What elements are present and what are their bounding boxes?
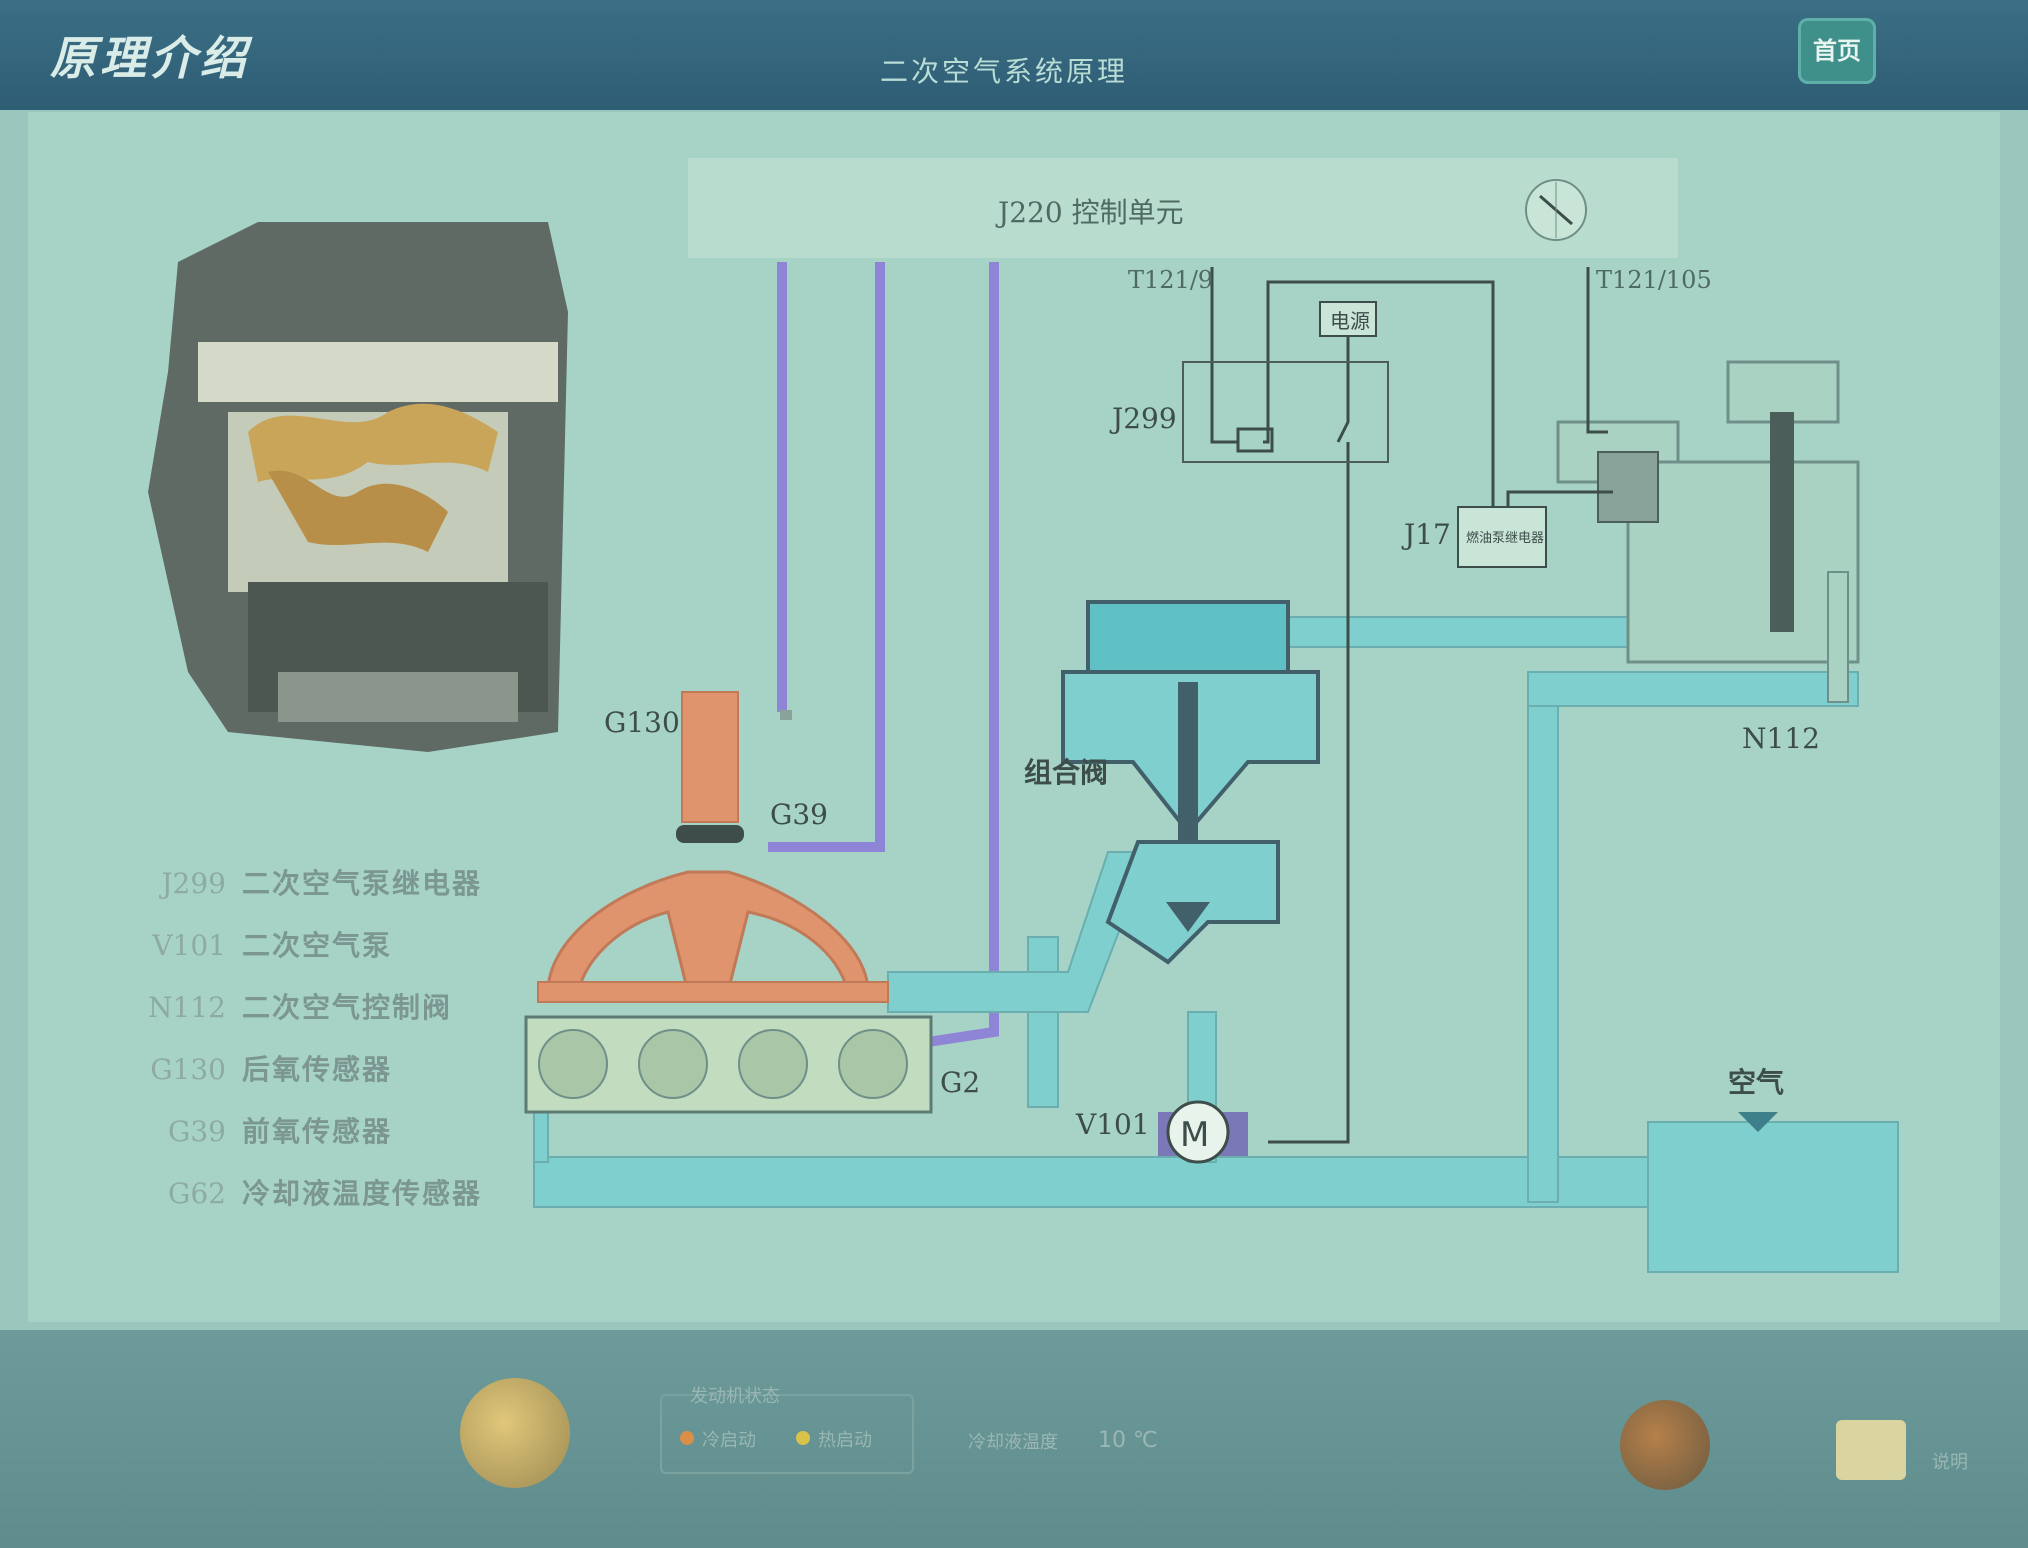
- notes-label[interactable]: 说明: [1932, 1452, 1968, 1473]
- app-title: 原理介绍: [50, 31, 250, 85]
- g130-label: G130: [604, 706, 680, 739]
- cold-start-label[interactable]: 冷启动: [702, 1430, 756, 1451]
- page-title: 二次空气系统原理: [880, 55, 1129, 88]
- engine-state-panel: [660, 1394, 914, 1474]
- pin-t121-105-label: T121/105: [1596, 266, 1712, 294]
- n112-valve: [1556, 360, 1860, 703]
- notes-icon[interactable]: [1836, 1420, 1906, 1480]
- hot-start-label[interactable]: 热启动: [818, 1430, 872, 1451]
- title-bar: 原理介绍 二次空气系统原理 首页: [0, 0, 2028, 110]
- engine-image: [138, 172, 568, 752]
- compass-icon[interactable]: [1525, 179, 1587, 241]
- coolant-temp-label: 冷却液温度: [968, 1432, 1058, 1453]
- pin-t121-9-label: T121/9: [1128, 266, 1213, 294]
- power-label: 电源: [1330, 309, 1370, 333]
- coolant-temp-value[interactable]: 10 ℃: [1098, 1428, 1158, 1453]
- j17-box-label: 燃油泵继电器: [1466, 530, 1544, 546]
- j17-box: [1457, 506, 1547, 568]
- exhaust-manifold: [537, 691, 889, 1003]
- key-icon[interactable]: [460, 1378, 570, 1488]
- relay-coil: [1236, 427, 1274, 453]
- n112-label: N112: [1742, 722, 1820, 755]
- j17-label: J17: [1401, 518, 1451, 551]
- control-unit-box: [688, 158, 1678, 258]
- cold-start-radio[interactable]: [680, 1431, 694, 1445]
- engine-state-title: 发动机状态: [690, 1386, 780, 1407]
- motor-symbol: M: [1180, 1115, 1209, 1155]
- control-wires: [1182, 267, 1613, 1144]
- power-box: [1319, 301, 1377, 337]
- v101-label: V101: [1075, 1108, 1150, 1141]
- air-inlet-arrow: [1738, 1112, 1778, 1132]
- home-button[interactable]: 首页: [1798, 18, 1876, 84]
- ignition-icon[interactable]: [1620, 1400, 1710, 1490]
- control-unit-label: J220 控制单元: [995, 196, 1184, 229]
- motor-v101: M: [1158, 1100, 1248, 1164]
- engine-block: [524, 1015, 933, 1114]
- control-bar: 发动机状态 冷启动 热启动 冷却液温度 10 ℃ 说明: [0, 1330, 2028, 1548]
- g39-label: G39: [770, 798, 828, 831]
- sensor-wires: [768, 262, 999, 1047]
- diagram-area: J220 控制单元: [28, 112, 2000, 1322]
- system-diagram: J220 控制单元: [138, 158, 1899, 1273]
- g2-label: G2: [940, 1066, 980, 1099]
- hot-start-radio[interactable]: [796, 1431, 810, 1445]
- air-label: 空气: [1728, 1066, 1784, 1099]
- combination-valve-label: 组合阀: [1024, 756, 1108, 789]
- j299-label: J299: [1109, 402, 1177, 435]
- combination-valve: [1061, 600, 1320, 965]
- air-pipes: [533, 616, 1899, 1273]
